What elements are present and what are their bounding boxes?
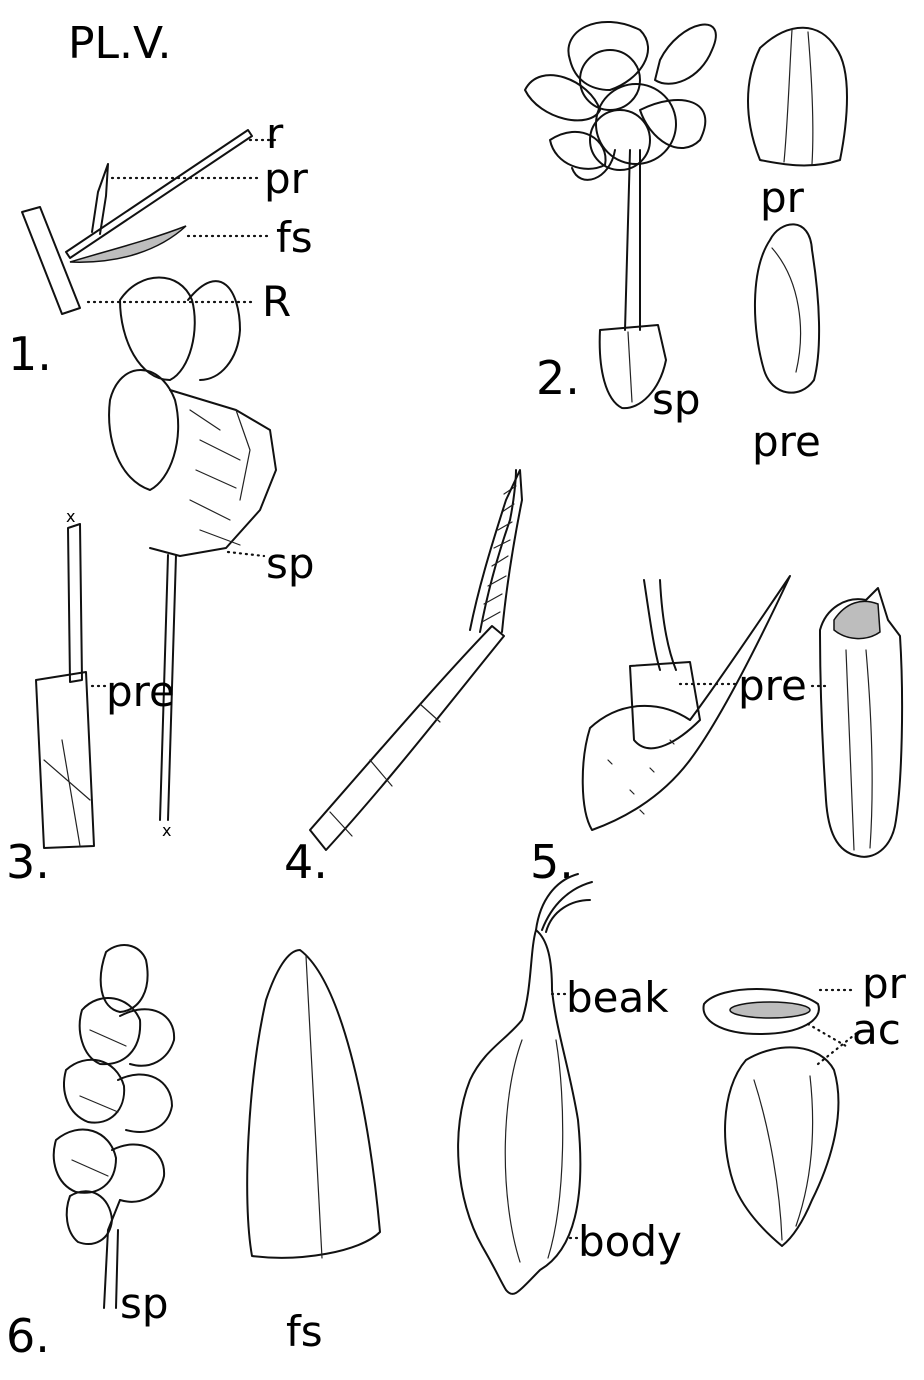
- fig3-label-pre: pre: [106, 667, 175, 716]
- fig6-label-beak: beak: [566, 973, 669, 1022]
- fig2-label-pr: pr: [760, 173, 805, 222]
- fig6-number: 6.: [6, 1309, 50, 1363]
- fig1-number: 1.: [8, 327, 52, 381]
- fertile-scale: [70, 226, 186, 262]
- fig2-label-pre: pre: [752, 417, 821, 466]
- fig3-mark-bottom: x: [162, 821, 171, 840]
- fig6-label-sp: sp: [120, 1279, 169, 1328]
- figure-5-drawing: [583, 576, 902, 857]
- fig5-number: 5.: [530, 835, 574, 889]
- fig1-label-r: r: [266, 109, 284, 158]
- fig6-label-pr: pr: [862, 959, 907, 1008]
- fig2-label-sp: sp: [652, 375, 701, 424]
- prophyll: [92, 164, 108, 234]
- prophyll-empty-detail: [755, 224, 819, 392]
- fig5-label-pre: pre: [738, 661, 807, 710]
- figure-1-drawing: [22, 130, 252, 314]
- fig6-label-body: body: [578, 1217, 682, 1266]
- fig3-label-sp: sp: [266, 539, 315, 588]
- prophyll-detail: [748, 28, 847, 166]
- plate-title: PL.V.: [68, 18, 171, 69]
- fig3-mark-top: x: [66, 507, 75, 526]
- fig1-label-fs: fs: [276, 213, 313, 262]
- fig6-label-fs: fs: [286, 1307, 323, 1356]
- figure-6-drawing: [54, 945, 174, 1308]
- fig4-number: 4.: [284, 835, 328, 889]
- achene-detail: [703, 989, 838, 1246]
- fig1-label-R: R: [262, 277, 291, 326]
- fig6-label-ac: ac: [852, 1005, 901, 1054]
- fig2-number: 2.: [536, 351, 580, 405]
- fertile-scale-detail: [247, 950, 380, 1258]
- fig3-number: 3.: [6, 835, 50, 889]
- figure-4-drawing: [310, 470, 522, 850]
- utricle-detail: [458, 874, 592, 1294]
- figure-3-drawing: [36, 278, 276, 849]
- rachis-segment: [22, 207, 80, 314]
- fig1-label-pr: pr: [264, 154, 309, 203]
